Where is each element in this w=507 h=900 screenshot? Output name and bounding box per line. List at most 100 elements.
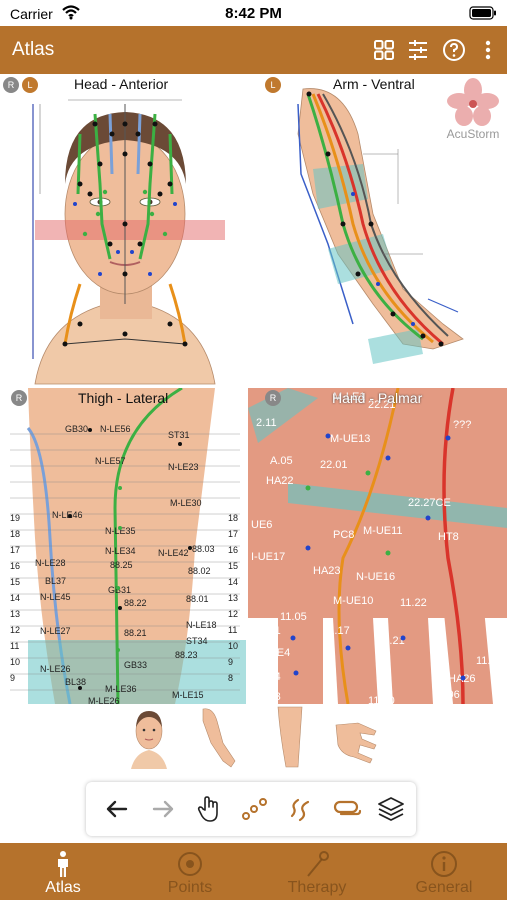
svg-text:11.06: 11.06 <box>433 689 460 701</box>
arm-ventral-panel[interactable]: L Arm - Ventral AcuStorm <box>253 74 507 386</box>
svg-text:GB33: GB33 <box>124 660 147 670</box>
svg-text:HT8: HT8 <box>438 531 459 543</box>
svg-text:88.02: 88.02 <box>188 566 211 576</box>
svg-text:N-LE56: N-LE56 <box>100 424 131 434</box>
arm-ventral-figure[interactable] <box>253 74 507 386</box>
svg-text:N-LE42: N-LE42 <box>158 548 189 558</box>
svg-text:13: 13 <box>228 593 238 603</box>
svg-text:11.03: 11.03 <box>254 691 281 703</box>
svg-text:HA22: HA22 <box>266 475 294 487</box>
svg-text:9: 9 <box>228 657 233 667</box>
svg-text:22.21: 22.21 <box>368 399 396 411</box>
tab-atlas[interactable]: Atlas <box>0 843 126 900</box>
left-side-badge[interactable]: L <box>265 77 281 93</box>
svg-text:M-UE13: M-UE13 <box>330 433 370 445</box>
svg-text:M-UE11: M-UE11 <box>363 525 403 537</box>
acustorm-logo-icon: AcuStorm <box>447 78 499 141</box>
svg-text:10: 10 <box>10 657 20 667</box>
right-side-badge[interactable]: R <box>11 390 27 406</box>
svg-text:I-UE17: I-UE17 <box>251 551 285 563</box>
svg-text:17: 17 <box>10 545 20 555</box>
svg-text:M-UE10: M-UE10 <box>333 595 373 607</box>
head-anterior-panel[interactable]: R L Head - Anterior <box>0 74 253 386</box>
svg-text:11.01: 11.01 <box>254 625 281 637</box>
hand-palmar-figure[interactable]: M-LE1 22.21 2.11 M-UE13 ??? A.05 22.01 H… <box>248 388 507 704</box>
svg-text:N-LE35: N-LE35 <box>105 526 136 536</box>
svg-text:17: 17 <box>228 529 238 539</box>
svg-text:88.03: 88.03 <box>192 544 215 554</box>
atlas-content: R L Head - Anterior <box>0 74 507 704</box>
svg-text:16: 16 <box>10 561 20 571</box>
back-arrow-icon[interactable] <box>102 794 132 824</box>
svg-text:ST31: ST31 <box>168 430 190 440</box>
svg-text:11.04: 11.04 <box>254 671 281 683</box>
svg-text:88.23: 88.23 <box>175 650 198 660</box>
svg-text:N-LE26: N-LE26 <box>40 664 71 674</box>
battery-icon <box>469 6 496 20</box>
head-thumbnail[interactable] <box>125 705 173 769</box>
tab-label: General <box>415 879 473 896</box>
svg-text:M-LE15: M-LE15 <box>172 690 204 700</box>
svg-text:N-LE27: N-LE27 <box>40 626 71 636</box>
head-anterior-figure[interactable] <box>0 74 253 386</box>
right-side-badge[interactable]: R <box>3 77 19 93</box>
svg-text:BL37: BL37 <box>45 576 66 586</box>
tab-points[interactable]: Points <box>127 843 253 900</box>
thigh-panel-title: Thigh - Lateral <box>78 390 169 406</box>
hand-palmar-panel[interactable]: M-LE1 22.21 2.11 M-UE13 ??? A.05 22.01 H… <box>248 388 507 704</box>
clock: 8:42 PM <box>225 5 282 22</box>
atlas-toolbar <box>86 782 416 836</box>
svg-text:M-LE1: M-LE1 <box>333 391 365 403</box>
svg-text:A.05: A.05 <box>270 455 293 467</box>
help-icon[interactable] <box>442 38 466 62</box>
svg-text:12: 12 <box>228 609 238 619</box>
channel-loop-icon[interactable] <box>332 794 362 824</box>
svg-text:18: 18 <box>10 529 20 539</box>
svg-text:11: 11 <box>10 641 19 651</box>
list-settings-icon[interactable] <box>406 38 430 62</box>
grid-view-icon[interactable] <box>372 38 396 62</box>
svg-text:N-LE45: N-LE45 <box>40 592 71 602</box>
svg-text:22.27CE: 22.27CE <box>408 497 451 509</box>
svg-text:M-LE36: M-LE36 <box>105 684 137 694</box>
forward-arrow-icon[interactable] <box>148 794 178 824</box>
svg-text:2.11: 2.11 <box>256 417 277 429</box>
arm-panel-title: Arm - Ventral <box>333 76 415 92</box>
svg-text:11: 11 <box>228 625 237 635</box>
svg-text:10: 10 <box>228 641 238 651</box>
more-menu-icon[interactable] <box>476 38 500 62</box>
status-bar: Carrier 8:42 PM <box>0 0 507 26</box>
svg-text:13: 13 <box>10 609 20 619</box>
tab-general[interactable]: General <box>381 843 507 900</box>
wifi-icon <box>62 5 80 20</box>
svg-text:M-UE4: M-UE4 <box>256 647 290 659</box>
svg-text:M-LE26: M-LE26 <box>88 696 120 704</box>
svg-text:ST34: ST34 <box>186 636 208 646</box>
thigh-lateral-panel[interactable]: 19 18 17 16 15 14 13 12 11 10 9 18 17 16… <box>0 388 246 704</box>
svg-text:11.10: 11.10 <box>368 695 395 704</box>
arm-thumbnail[interactable] <box>195 705 243 769</box>
tab-therapy[interactable]: Therapy <box>254 843 380 900</box>
svg-text:UE6: UE6 <box>251 519 272 531</box>
points-dots-icon[interactable] <box>240 794 270 824</box>
svg-text:N-LE18: N-LE18 <box>186 620 217 630</box>
needle-icon <box>307 851 329 877</box>
leg-thumbnail[interactable] <box>268 705 316 769</box>
meridian-lines-icon[interactable] <box>286 794 316 824</box>
svg-text:8: 8 <box>228 673 233 683</box>
tab-label: Points <box>167 879 213 896</box>
layers-icon[interactable] <box>376 794 406 824</box>
svg-text:19: 19 <box>10 513 20 523</box>
left-side-badge[interactable]: L <box>22 77 38 93</box>
tab-label: Therapy <box>287 879 347 896</box>
svg-text:14: 14 <box>10 593 20 603</box>
right-side-badge[interactable]: R <box>265 390 281 406</box>
tab-bar: Atlas Points Therapy General <box>0 843 507 900</box>
svg-text:N-LE57: N-LE57 <box>95 456 126 466</box>
hand-thumbnail[interactable] <box>332 705 380 769</box>
svg-text:11.22: 11.22 <box>400 597 427 609</box>
svg-text:12: 12 <box>10 625 20 635</box>
thigh-lateral-figure[interactable]: 19 18 17 16 15 14 13 12 11 10 9 18 17 16… <box>0 388 246 704</box>
hand-pointer-icon[interactable] <box>194 794 224 824</box>
